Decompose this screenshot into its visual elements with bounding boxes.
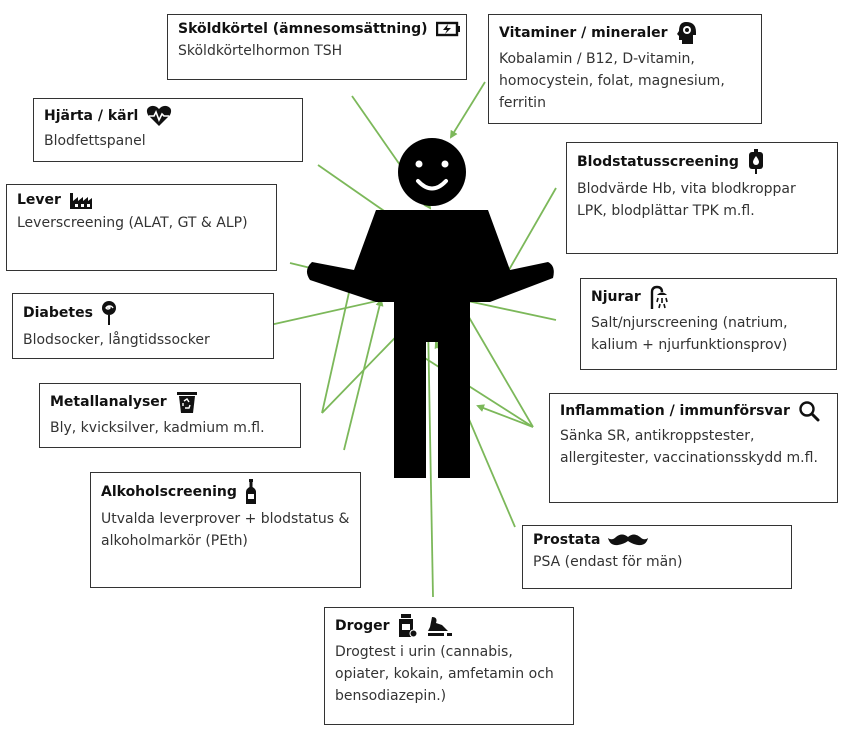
box-vitaminer: Vitaminer / mineraler Kobalamin / B12, D…	[488, 14, 762, 124]
box-blodstatus-desc: Blodvärde Hb, vita blodkroppar LPK, blod…	[577, 181, 796, 219]
connector-vitaminer	[449, 81, 486, 139]
box-diabetes-desc: Blodsocker, långtidssocker	[23, 332, 210, 348]
box-blodstatus-title: Blodstatusscreening	[577, 154, 739, 170]
box-vitaminer-desc: Kobalamin / B12, D-vitamin, homocystein,…	[499, 51, 725, 111]
figure-eye-right	[441, 160, 449, 168]
box-prostata-desc: PSA (endast för män)	[533, 554, 683, 570]
box-blodstatus: Blodstatusscreening Blodvärde Hb, vita b…	[566, 142, 838, 254]
smoking-icon	[426, 615, 454, 637]
box-lever-title: Lever	[17, 192, 61, 208]
box-lever-desc: Leverscreening (ALAT, GT & ALP)	[17, 215, 248, 231]
connector-droger	[424, 320, 434, 598]
box-metall: Metallanalyser Bly, kvicksilver, kadmium…	[39, 383, 301, 448]
box-droger: Droger Drogtest i urin (cannabis, opiate…	[324, 607, 574, 725]
pill-bottle-icon	[398, 614, 418, 638]
box-inflammation: Inflammation / immunförsvar Sänka SR, an…	[549, 393, 838, 503]
shower-icon	[649, 285, 671, 309]
blood-bag-icon	[747, 149, 765, 175]
box-hjarta-desc: Blodfettspanel	[44, 133, 146, 149]
magnifier-icon	[798, 400, 820, 422]
figure-smile	[416, 179, 448, 191]
connector-metall-1	[321, 277, 355, 414]
box-njurar-desc: Salt/njurscreening (natrium, kalium + nj…	[591, 315, 788, 353]
box-alkohol-title: Alkoholscreening	[101, 484, 237, 500]
box-njurar-title: Njurar	[591, 289, 641, 305]
connector-inflammation-2	[476, 404, 534, 428]
box-inflammation-desc: Sänka SR, antikroppstester, allergiteste…	[560, 428, 818, 466]
box-alkohol: Alkoholscreening Utvalda leverprover + b…	[90, 472, 361, 588]
box-metall-title: Metallanalyser	[50, 394, 167, 410]
figure-eye-left	[415, 160, 423, 168]
connector-njurar	[461, 297, 557, 321]
box-alkohol-desc: Utvalda leverprover + blodstatus & alkoh…	[101, 511, 350, 549]
battery-charging-icon	[435, 21, 462, 37]
head-gears-icon	[676, 21, 698, 45]
connector-alkohol	[343, 298, 384, 451]
box-skoldkortel-desc: Sköldkörtelhormon TSH	[178, 43, 343, 59]
bottle-icon	[245, 479, 257, 505]
mustache-icon	[608, 533, 649, 547]
figure-head	[398, 138, 466, 206]
box-lever: Lever Leverscreening (ALAT, GT & ALP)	[6, 184, 277, 271]
box-droger-title: Droger	[335, 618, 390, 634]
box-skoldkortel: Sköldkörtel (ämnesomsättning) Sköldkörte…	[167, 14, 467, 80]
box-prostata: Prostata PSA (endast för män)	[522, 525, 792, 589]
box-hjarta: Hjärta / kärl Blodfettspanel	[33, 98, 303, 162]
recycle-bin-icon	[175, 390, 199, 414]
heart-pulse-icon	[146, 105, 172, 127]
box-hjarta-title: Hjärta / kärl	[44, 108, 139, 124]
box-inflammation-title: Inflammation / immunförsvar	[560, 403, 790, 419]
box-diabetes-title: Diabetes	[23, 305, 93, 321]
box-droger-desc: Drogtest i urin (cannabis, opiater, koka…	[335, 644, 554, 704]
box-njurar: Njurar Salt/njurscreening (natrium, kali…	[580, 278, 837, 370]
connector-blodstatus	[505, 187, 557, 277]
lollipop-icon	[101, 300, 117, 326]
box-vitaminer-title: Vitaminer / mineraler	[499, 25, 668, 41]
box-diabetes: Diabetes Blodsocker, långtidssocker	[12, 293, 274, 359]
box-metall-desc: Bly, kvicksilver, kadmium m.fl.	[50, 420, 265, 436]
box-prostata-title: Prostata	[533, 532, 601, 548]
box-skoldkortel-title: Sköldkörtel (ämnesomsättning)	[178, 21, 428, 37]
figure-body	[306, 210, 554, 478]
factory-icon	[69, 191, 93, 209]
